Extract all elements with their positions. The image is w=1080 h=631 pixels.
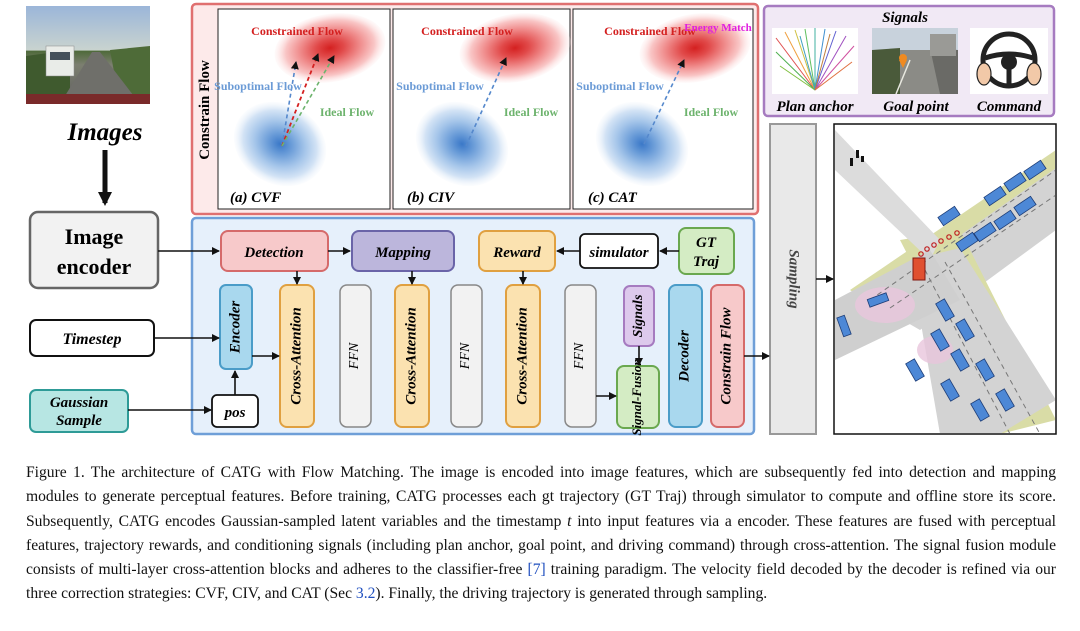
svg-text:FFN: FFN (458, 342, 473, 370)
cross-attention-block-3: Cross-Attention (505, 284, 541, 428)
cross-attention-block-1: Cross-Attention (279, 284, 315, 428)
gaussian-line1: Gaussian (50, 395, 108, 411)
svg-text:Cross-Attention: Cross-Attention (514, 307, 530, 405)
signal-fusion-block: Signal-Fusion (616, 358, 660, 436)
gt-traj-block: GT Traj (678, 227, 735, 275)
svg-text:GT: GT (696, 235, 717, 251)
svg-text:Signal-Fusion: Signal-Fusion (629, 358, 644, 435)
caption-ref-7[interactable]: [7] (527, 561, 546, 579)
signal-goal-point: Goal point (883, 99, 949, 115)
architecture-diagram: Images Image encoder Timestep Gaussian S… (26, 2, 1057, 436)
subplot-cvf: Constrained Flow Suboptimal Flow Ideal F… (214, 8, 391, 210)
svg-text:Cross-Attention: Cross-Attention (288, 307, 304, 405)
svg-text:FFN: FFN (572, 342, 587, 370)
constrain-flow-block: Constrain Flow (710, 284, 745, 428)
reward-block: Reward (478, 230, 556, 272)
image-encoder-line1: Image (65, 224, 124, 249)
svg-text:pos: pos (223, 405, 246, 421)
cvf-constrained-label: Constrained Flow (251, 24, 343, 38)
signals-panel: Signals (762, 4, 1056, 118)
subplot-civ: Constrained Flow Suboptimal Flow Ideal F… (392, 8, 571, 210)
civ-constrained-label: Constrained Flow (421, 24, 513, 38)
civ-caption: (b) CIV (407, 190, 456, 206)
image-encoder-block: Image encoder (28, 210, 160, 290)
signal-plan-anchor: Plan anchor (776, 99, 853, 115)
simulator-block: simulator (579, 233, 659, 269)
svg-text:simulator: simulator (588, 245, 648, 261)
pipeline-panel: Detection Mapping Reward simulator GT Tr… (190, 216, 756, 436)
signal-command: Command (977, 99, 1042, 115)
civ-suboptimal-label: Suboptimal Flow (396, 79, 484, 93)
cat-caption: (c) CAT (588, 190, 638, 206)
signals-title: Signals (882, 10, 928, 26)
civ-ideal-label: Ideal Flow (504, 105, 559, 119)
connectors (128, 247, 834, 414)
bev-map (833, 123, 1057, 435)
goal-point-image (872, 28, 958, 95)
ffn-block-2: FFN (450, 284, 483, 428)
decoder-block: Decoder (668, 284, 703, 428)
svg-text:Cross-Attention: Cross-Attention (403, 307, 419, 405)
pos-block: pos (211, 394, 259, 428)
caption-part-4: ). Finally, the driving trajectory is ge… (375, 585, 768, 603)
caption-ref-sec[interactable]: 3.2 (355, 585, 376, 603)
images-label: Images (67, 119, 143, 146)
encoder-block: Encoder (219, 284, 253, 370)
svg-text:Constrain Flow: Constrain Flow (718, 306, 734, 404)
ffn-block-1: FFN (339, 284, 372, 428)
constrain-flow-side-label: Constrain Flow (197, 60, 213, 160)
caption-t: t (567, 512, 572, 530)
svg-text:Sampling: Sampling (786, 249, 802, 309)
svg-text:Encoder: Encoder (227, 301, 243, 355)
gaussian-line2: Sample (56, 413, 102, 429)
svg-text:Mapping: Mapping (374, 245, 431, 261)
cat-energy-label: Energy Match (684, 22, 752, 34)
caption-part-3: training paradigm. The velocity field de… (26, 561, 1056, 603)
caption-part-2: into input features via a encoder. These… (26, 512, 1056, 579)
constrain-flow-panel: Constrain Flow Constrained Flow Suboptim… (190, 2, 760, 216)
image-encoder-line2: encoder (57, 254, 132, 279)
svg-text:Decoder: Decoder (676, 330, 692, 383)
camera-image (26, 6, 150, 104)
timestep-label: Timestep (63, 331, 122, 348)
svg-text:FFN: FFN (347, 342, 362, 370)
svg-text:Reward: Reward (492, 245, 541, 261)
signals-block: Signals (623, 285, 655, 347)
plan-anchor-image (772, 28, 858, 94)
subplot-cat: Constrained Flow Energy Match Suboptimal… (572, 8, 754, 210)
ffn-block-3: FFN (564, 284, 597, 428)
timestep-block: Timestep (29, 319, 155, 357)
detection-block: Detection (220, 230, 329, 272)
gaussian-sample-block: Gaussian Sample (29, 389, 129, 433)
cat-suboptimal-label: Suboptimal Flow (576, 79, 664, 93)
figure-caption: Figure 1. The architecture of CATG with … (26, 461, 1056, 607)
cat-ideal-label: Ideal Flow (684, 105, 739, 119)
cross-attention-block-2: Cross-Attention (394, 284, 430, 428)
steering-wheel-icon (970, 28, 1048, 94)
cvf-caption: (a) CVF (230, 190, 281, 206)
svg-text:Traj: Traj (693, 254, 720, 270)
mapping-block: Mapping (351, 230, 455, 272)
svg-text:Signals: Signals (631, 294, 646, 337)
cat-constrained-label: Constrained Flow (604, 24, 696, 38)
cvf-ideal-label: Ideal Flow (320, 105, 375, 119)
cvf-suboptimal-label: Suboptimal Flow (214, 79, 302, 93)
caption-part-1: Figure 1. The architecture of CATG with … (26, 464, 1056, 530)
sampling-block: Sampling (769, 123, 817, 435)
svg-text:Detection: Detection (243, 245, 303, 261)
